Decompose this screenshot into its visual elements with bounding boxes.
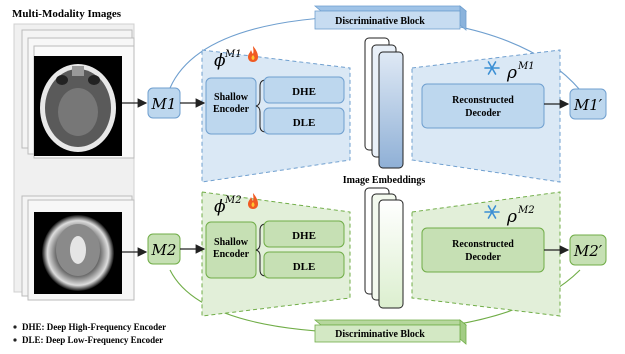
bottom-shallow-encoder-line1: Shallow (214, 237, 249, 248)
bottom-dhe-block (263, 220, 345, 248)
bottom-embedding-stack (364, 187, 404, 309)
top-decoder-line1: Reconstructed (452, 95, 514, 106)
bottom-dhe-label: DHE (292, 230, 316, 242)
top-dhe-label: DHE (292, 86, 316, 98)
bottom-decoder-sup: M2 (517, 205, 535, 216)
snowflake-icon (484, 205, 500, 219)
bottom-reconstructed-decoder (421, 227, 545, 273)
m1-output-label: M1′ (573, 96, 603, 114)
top-dle-label: DLE (293, 117, 316, 129)
top-decoder-line2: Decoder (465, 108, 501, 119)
bottom-dle-label: DLE (293, 261, 316, 273)
top-reconstructed-decoder (421, 83, 545, 129)
legend: DHE: Deep High-Frequency Encoder DLE: De… (13, 322, 166, 345)
top-discriminative-block: Discriminative Block (313, 5, 468, 31)
top-dhe-block (263, 76, 345, 104)
top-shallow-encoder-line2: Encoder (213, 104, 250, 115)
top-embedding-stack (364, 37, 404, 169)
ct-image (34, 56, 122, 156)
top-decoder-sup: M1 (517, 61, 535, 72)
snowflake-icon (484, 61, 500, 75)
bottom-encoder-symbol: ϕ (214, 197, 226, 217)
bottom-discriminative-label: Discriminative Block (335, 329, 425, 340)
m1-output-node (569, 88, 607, 120)
top-encoder-symbol: ϕ (214, 51, 226, 71)
bottom-discriminative-block: Discriminative Block (313, 319, 468, 345)
m1-input-label: M1 (151, 95, 177, 113)
fire-icon (248, 193, 258, 209)
top-encoder-sup: M1 (224, 49, 242, 60)
panel-title: Multi-Modality Images (12, 8, 122, 20)
m2-output-node (569, 234, 607, 266)
bottom-dle-block (263, 251, 345, 279)
legend-dhe: DHE: Deep High-Frequency Encoder (22, 322, 166, 332)
m2-input-label: M2 (151, 241, 177, 259)
bottom-decoder-line1: Reconstructed (452, 239, 514, 250)
top-dle-block (263, 107, 345, 135)
legend-dle: DLE: Deep Low-Frequency Encoder (22, 335, 163, 345)
top-shallow-encoder-line1: Shallow (214, 92, 249, 103)
image-embeddings-label: Image Embeddings (343, 175, 426, 186)
m2-output-label: M2′ (573, 242, 603, 260)
top-discriminative-label: Discriminative Block (335, 16, 425, 27)
bottom-shallow-encoder-line2: Encoder (213, 249, 250, 260)
bottom-decoder-line2: Decoder (465, 252, 501, 263)
mri-image (34, 212, 122, 294)
bottom-decoder-symbol: ρ (506, 207, 517, 227)
top-decoder-symbol: ρ (506, 63, 517, 83)
fire-icon (248, 46, 258, 62)
bottom-encoder-sup: M2 (224, 195, 242, 206)
